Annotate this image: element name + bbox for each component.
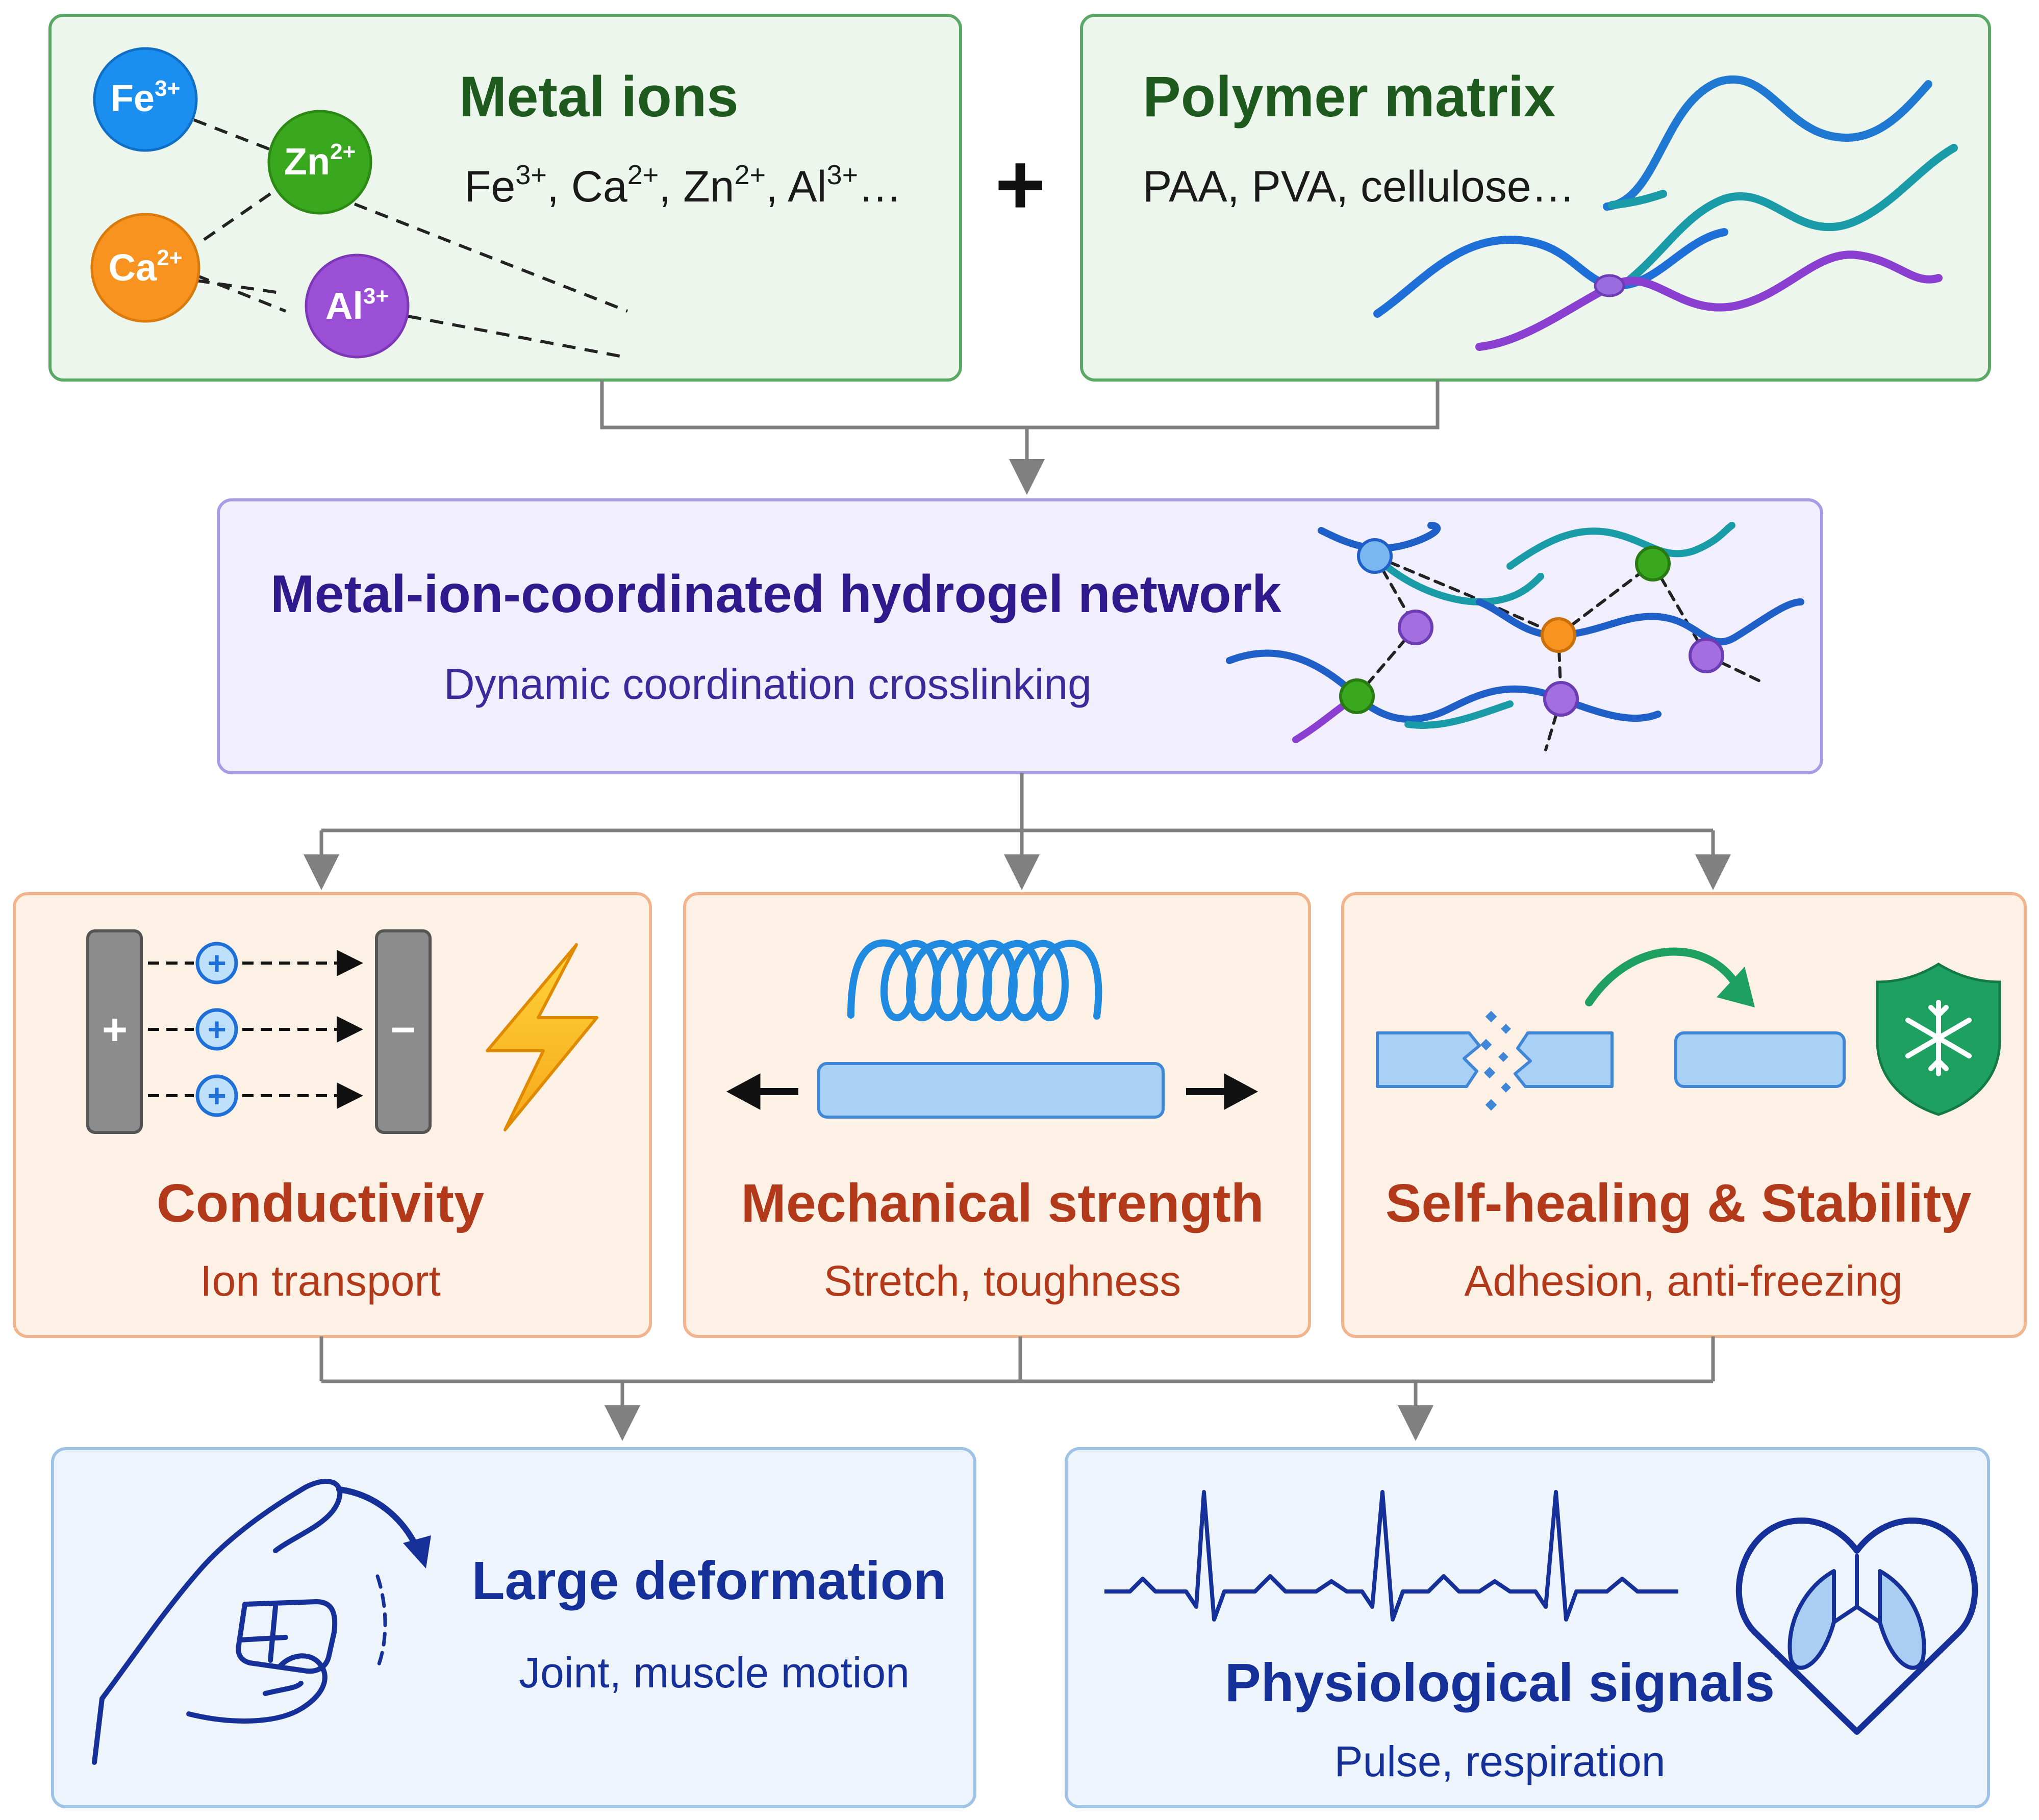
- mechanical-strength-subtitle: Stretch, toughness: [824, 1257, 1181, 1305]
- electrode-icon: + − + + +: [86, 929, 432, 1134]
- network-icon: [1226, 522, 1804, 751]
- metal-ions-box: Metal ions Fe3+, Ca2+, Zn2+, Al3+… Fe3+ …: [48, 14, 962, 382]
- network-box: Metal-ion-coordinated hydrogel network D…: [217, 498, 1823, 774]
- conductivity-title: Conductivity: [157, 1173, 484, 1233]
- network-title: Metal-ion-coordinated hydrogel network: [270, 565, 1281, 624]
- svg-text:Fe3+: Fe3+: [111, 76, 181, 119]
- stretch-arrow-icon: [726, 1073, 1258, 1110]
- conductivity-subtitle: Ion transport: [200, 1257, 441, 1305]
- ion-al-icon: Al3+: [305, 254, 410, 359]
- plus-sign: +: [995, 136, 1045, 233]
- lightning-icon: [486, 943, 598, 1131]
- metal-ions-subtitle: Fe3+, Ca2+, Zn2+, Al3+…: [464, 160, 902, 211]
- broken-bar-icon: [1376, 1010, 1614, 1111]
- finger-bend-icon: [92, 1479, 343, 1765]
- ion-zn-icon: Zn2+: [267, 110, 372, 215]
- large-deformation-title: Large deformation: [472, 1551, 947, 1611]
- polymer-matrix-title: Polymer matrix: [1143, 65, 1555, 129]
- svg-text:+: +: [207, 945, 226, 981]
- svg-text:−: −: [390, 1005, 416, 1054]
- positive-ion-icon: + + +: [195, 942, 238, 1117]
- bend-arrow-icon: [336, 1486, 431, 1670]
- healed-bar: [1674, 1031, 1846, 1088]
- polymer-chain-icon: [1373, 75, 1958, 351]
- svg-text:+: +: [102, 1005, 128, 1054]
- conductivity-box: + − + + +: [13, 892, 652, 1338]
- large-deformation-subtitle: Joint, muscle motion: [519, 1649, 910, 1697]
- metal-ions-title: Metal ions: [459, 65, 739, 129]
- physiological-signals-box: Physiological signals Pulse, respiration: [1065, 1447, 1990, 1808]
- self-healing-subtitle: Adhesion, anti-freezing: [1464, 1257, 1902, 1305]
- connector-bottom: [319, 1336, 1715, 1441]
- self-healing-box: Self-healing & Stability Adhesion, anti-…: [1341, 892, 2027, 1338]
- heart-lungs-icon: [1735, 1518, 1978, 1735]
- network-subtitle: Dynamic coordination crosslinking: [444, 660, 1092, 708]
- physiological-signals-title: Physiological signals: [1225, 1653, 1775, 1713]
- ion-ca-icon: Ca2+: [90, 213, 200, 323]
- physiological-signals-subtitle: Pulse, respiration: [1335, 1737, 1666, 1785]
- polymer-matrix-subtitle: PAA, PVA, cellulose…: [1143, 162, 1575, 211]
- ecg-wave-icon: [1104, 1490, 1678, 1622]
- coordination-lines: [193, 118, 628, 359]
- spring-icon: [847, 939, 1102, 1021]
- connector-middle: [304, 773, 1731, 890]
- svg-text:+: +: [207, 1077, 226, 1114]
- svg-text:+: +: [207, 1011, 226, 1048]
- svg-text:Ca2+: Ca2+: [109, 245, 183, 289]
- svg-text:Zn2+: Zn2+: [284, 139, 356, 183]
- connector-top: [600, 380, 1440, 495]
- mechanical-strength-title: Mechanical strength: [741, 1173, 1264, 1233]
- heal-arrow-icon: [1585, 947, 1755, 1007]
- snowflake-shield-icon: [1876, 963, 2001, 1116]
- svg-text:Al3+: Al3+: [325, 284, 389, 327]
- stretch-bar: [817, 1062, 1165, 1119]
- self-healing-title: Self-healing & Stability: [1386, 1173, 1972, 1233]
- large-deformation-box: Large deformation Joint, muscle motion: [51, 1447, 976, 1808]
- mechanical-strength-box: Mechanical strength Stretch, toughness: [683, 892, 1311, 1338]
- ion-fe-icon: Fe3+: [93, 47, 198, 152]
- polymer-matrix-box: Polymer matrix PAA, PVA, cellulose…: [1080, 14, 1991, 382]
